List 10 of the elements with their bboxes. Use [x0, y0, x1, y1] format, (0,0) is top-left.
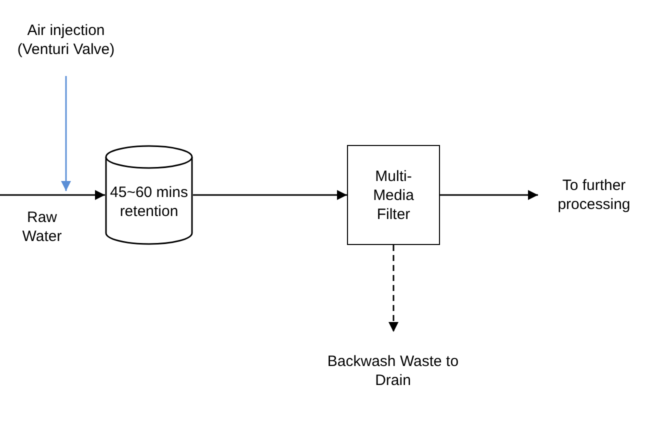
arrow [0, 190, 105, 200]
arrow [193, 190, 347, 200]
retention-tank: 45~60 mins retention [105, 145, 193, 245]
arrow [61, 76, 71, 191]
text-label: To further processing [538, 171, 650, 219]
text-label: Air injection (Venturi Valve) [10, 4, 122, 76]
dashed-arrow [388, 245, 398, 332]
arrow [440, 190, 538, 200]
process-box: Multi-Media Filter [347, 145, 440, 245]
text-label: Backwash Waste to Drain [318, 332, 468, 410]
